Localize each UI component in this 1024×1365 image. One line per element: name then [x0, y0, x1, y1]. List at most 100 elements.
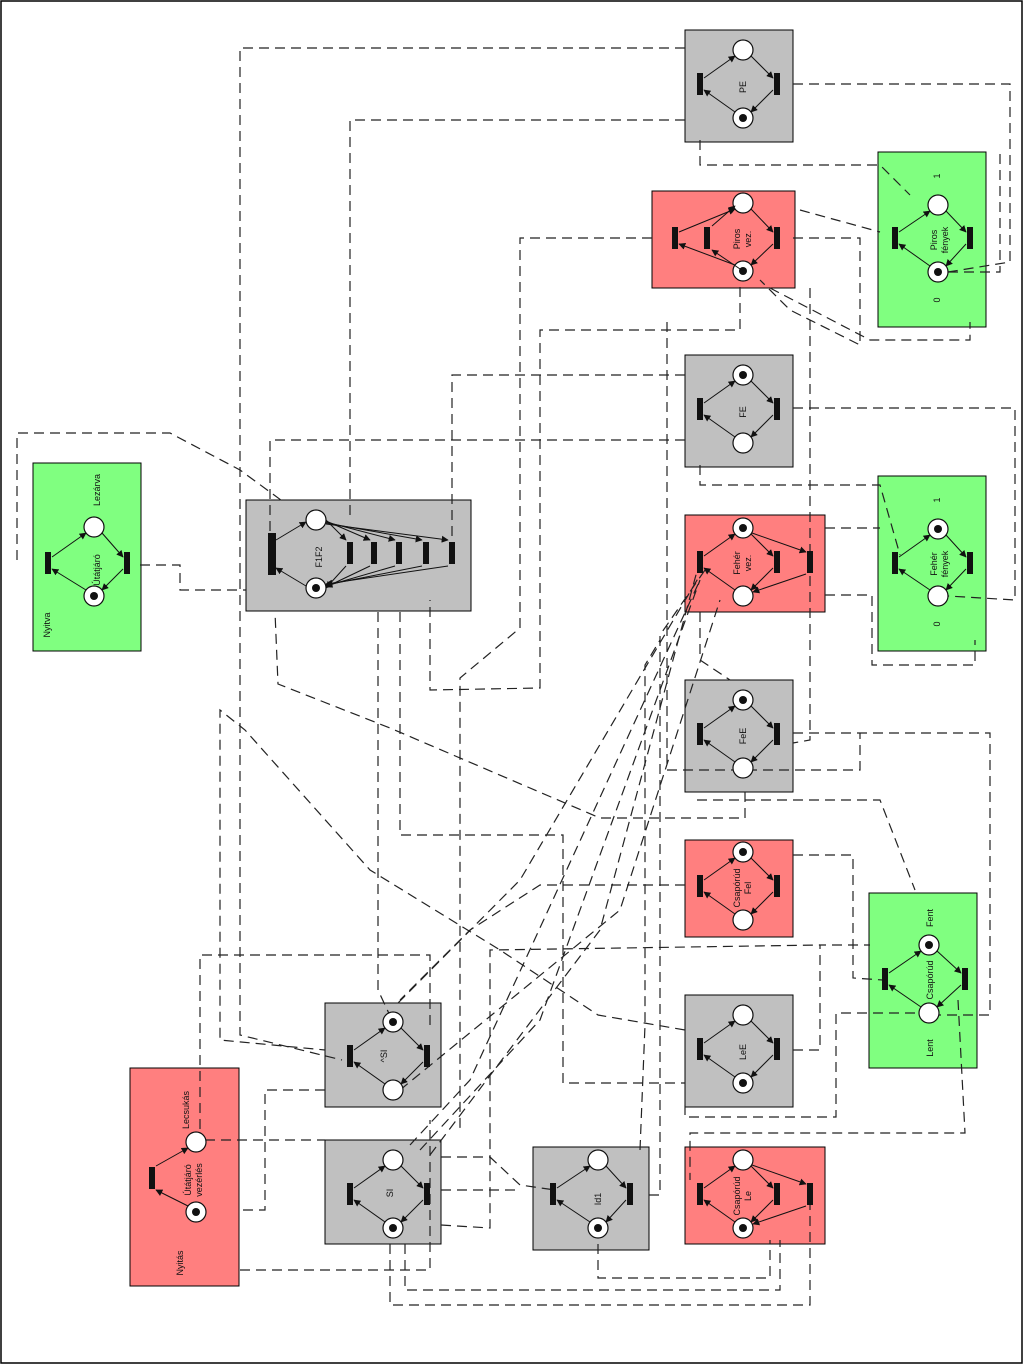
f1f2-title: F1F2 — [314, 546, 324, 567]
si-hat-top-token — [389, 1018, 397, 1026]
si-hat-bottom-place — [382, 1079, 404, 1101]
f1f2-bottom-token — [312, 584, 320, 592]
si-hat-title: ^SI — [379, 1050, 389, 1063]
si-bottom-token — [389, 1224, 397, 1232]
piros-fenyek-right-transition — [967, 227, 973, 249]
si-top-right-arc — [400, 1165, 424, 1189]
f1f2-out-1-transition — [371, 542, 377, 564]
utatjaro-bottom-token — [90, 592, 98, 600]
utatjaro-vezerles-top-label: Lecsukás — [181, 1090, 191, 1129]
csaporud-bot-left-arc — [888, 984, 922, 1008]
pe-left-transition — [697, 73, 703, 95]
utatjaro-vezerles-bottom-token — [192, 1208, 200, 1216]
si-hat-top-right-arc — [400, 1027, 424, 1051]
si-title: SI — [385, 1189, 395, 1198]
lee-bot-left-arc — [703, 1054, 736, 1078]
csaporud-le-right-transition — [774, 1183, 780, 1205]
utatjaro-right-bot-arc — [101, 568, 124, 591]
csaporud-fel-bottom-place — [732, 909, 754, 931]
fe-top-right-arc — [750, 380, 774, 404]
feher-fenyek-left-top-arc — [898, 534, 931, 558]
si-hat-bot-left-arc — [353, 1061, 386, 1085]
utatjaro-vezerles-top-place — [185, 1131, 207, 1153]
piros-vez-title-line1: Piros — [732, 228, 742, 249]
subnet-box-piros-vez — [651, 190, 796, 289]
lee-title: LeE — [738, 1044, 748, 1060]
utatjaro-bottom-label: Nyitva — [42, 612, 52, 637]
pe-left-top-arc — [703, 55, 736, 79]
utatjaro-vezerles-bottom-label: Nyitás — [175, 1250, 185, 1276]
f1f2-top-place — [305, 509, 327, 531]
fe-right-transition — [774, 398, 780, 420]
subnet-box-f1f2 — [245, 499, 472, 612]
feher-vez-top-token — [739, 524, 747, 532]
utatjaro-top-label: Lezárva — [92, 474, 102, 506]
si-hat-left-top-arc — [353, 1027, 386, 1051]
utatjaro-vezerles-left-top-arc — [155, 1147, 189, 1167]
feher-vez-bot-left-arc — [703, 567, 736, 591]
csaporud-le-top-right-arc — [750, 1165, 774, 1189]
id1-bot-left-arc — [556, 1199, 591, 1223]
feher-vez-top-right-arc — [750, 533, 774, 557]
csaporud-fel-bot-left-arc — [703, 891, 736, 915]
utatjaro-vezerles-title-line1: Útátjáró — [183, 1164, 193, 1196]
id1-left-transition — [550, 1183, 556, 1205]
si-left-top-arc — [353, 1165, 386, 1189]
fee-top-right-arc — [750, 705, 774, 729]
subnet-box-csaporud-le — [684, 1146, 826, 1245]
f1f2-out-3-transition — [423, 542, 429, 564]
si-hat-right-transition — [424, 1045, 430, 1067]
csaporud-fel-top-token — [739, 848, 747, 856]
piros-fenyek-left-transition — [892, 227, 898, 249]
si-left-transition — [347, 1183, 353, 1205]
piros-vez-left-transition — [672, 227, 678, 249]
subnet-internals — [45, 39, 973, 1239]
feher-vez-right-transition — [774, 551, 780, 573]
fee-left-transition — [697, 723, 703, 745]
feher-fenyek-bottom-value: 0 — [932, 621, 942, 626]
csaporud-fel-left-transition — [697, 875, 703, 897]
feher-vez-left-transition — [697, 551, 703, 573]
subnet-box-utatjaro-vezerles — [129, 1067, 240, 1287]
piros-fenyek-top-value: 1 — [932, 173, 942, 178]
piros-fenyek-left-top-arc — [898, 210, 931, 233]
si-right-bot-arc — [400, 1199, 424, 1223]
lee-top-right-arc — [750, 1020, 774, 1044]
feher-vez-extra-transition — [807, 551, 813, 573]
feher-fenyek-top-value: 1 — [932, 497, 942, 502]
feher-fenyek-right-bot-arc — [945, 568, 967, 591]
fee-bottom-place — [732, 757, 754, 779]
csaporud-bottom-label: Lent — [925, 1039, 935, 1057]
fe-left-transition — [697, 398, 703, 420]
feher-vez-right-bot-arc — [750, 567, 774, 591]
pe-bottom-token — [739, 114, 747, 122]
lee-right-bot-arc — [750, 1054, 774, 1078]
fe-title: FE — [738, 406, 748, 418]
f1f2-out-2-transition — [396, 542, 402, 564]
csaporud-title: Csapórúd — [925, 960, 935, 999]
csaporud-le-top-place — [732, 1149, 754, 1171]
csaporud-left-top-arc — [888, 950, 922, 974]
si-hat-right-bot-arc — [400, 1061, 424, 1085]
id1-title: Id1 — [593, 1193, 603, 1206]
pe-bot-left-arc — [703, 89, 736, 113]
lee-top-place — [732, 1004, 754, 1026]
csaporud-le-extra-in-arc — [751, 1164, 807, 1186]
feher-vez-extra-out-arc — [752, 573, 807, 594]
piros-vez-middle-out-arc — [711, 205, 736, 227]
fee-right-transition — [774, 723, 780, 745]
f1f2-bot-left-arc — [275, 567, 307, 587]
fe-bottom-place — [732, 432, 754, 454]
csaporud-left-transition — [882, 968, 888, 990]
csaporud-le-title-line1: Csapórúd — [732, 1176, 742, 1215]
feher-fenyek-right-transition — [967, 552, 973, 574]
pe-top-place — [732, 39, 754, 61]
utatjaro-bot-left-arc — [51, 568, 87, 591]
id1-top-right-arc — [605, 1165, 627, 1189]
f1f2-top-out-4-arc — [325, 523, 449, 543]
fe-left-top-arc — [703, 380, 736, 404]
piros-fenyek-title-line2: fények — [940, 226, 950, 253]
utatjaro-vezerles-title-line2: vezérlés — [194, 1163, 204, 1197]
piros-vez-middle-transition — [704, 227, 710, 249]
csaporud-right-bot-arc — [936, 984, 962, 1008]
